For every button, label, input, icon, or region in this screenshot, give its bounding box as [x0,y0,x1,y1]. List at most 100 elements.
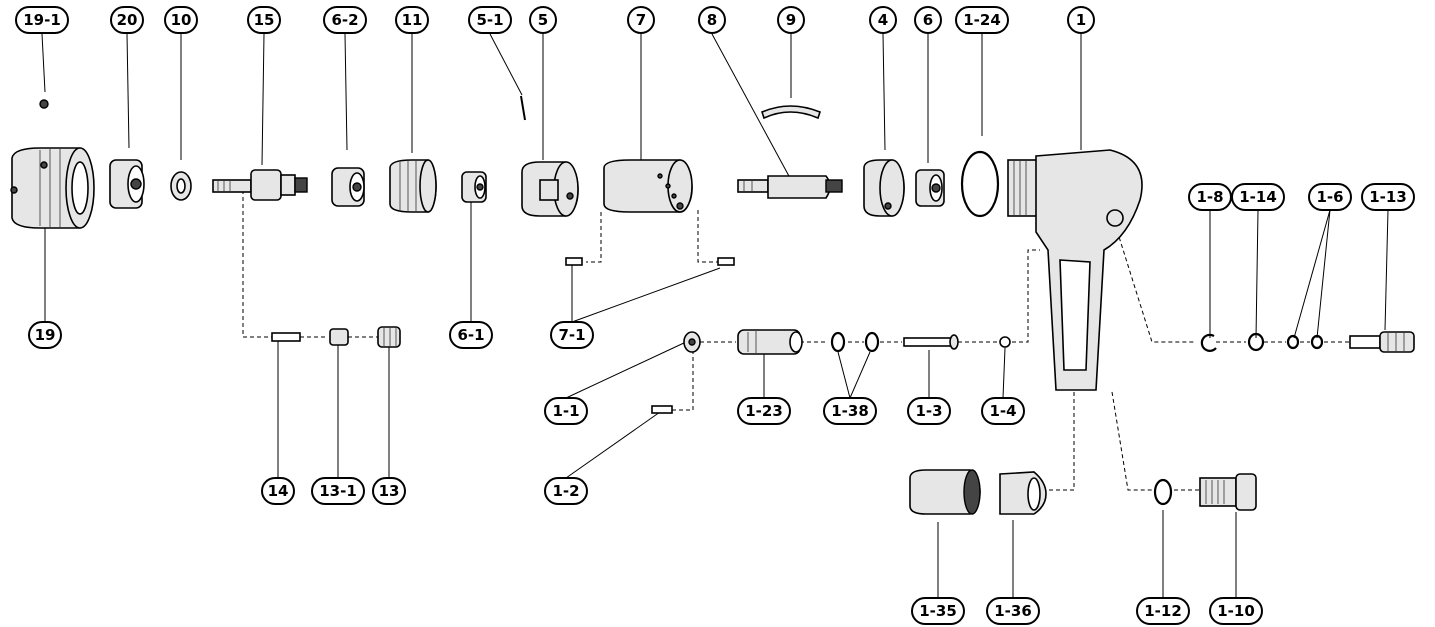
part-1-35-muffler [909,469,981,515]
callout-text: 1 [1076,11,1086,29]
callout-bubble [955,6,1009,34]
part-1-23-valve-seat [737,329,803,355]
part-19-housing-nut [10,99,95,229]
callout-label-1-14: 1-14 [1231,183,1285,211]
callout-label-7: 7 [627,6,655,34]
callout-text: 1-24 [963,11,1001,29]
callout-text: 1-4 [989,402,1016,420]
callout-text: 10 [171,11,192,29]
part-1-36-nut [999,471,1047,515]
callout-label-4: 4 [869,6,897,34]
callout-label-1-1: 1-1 [544,397,588,425]
callout-bubble [164,6,198,34]
part-1-13-valve [1349,331,1415,353]
callout-label-11: 11 [395,6,429,34]
part-9-vane [761,105,821,120]
callout-label-19: 19 [28,321,62,349]
callout-text: 6-1 [457,326,484,344]
callout-label-5-1: 5-1 [468,6,512,34]
callout-bubble [110,6,144,34]
callout-bubble [544,477,588,505]
callout-text: 8 [707,11,717,29]
callout-text: 1-35 [919,602,957,620]
part-13-knob [377,326,401,348]
callout-bubble [544,397,588,425]
callout-text: 4 [878,11,888,29]
callout-text: 15 [254,11,275,29]
callout-bubble [914,6,942,34]
callout-bubble [737,397,791,425]
callout-text: 1-23 [745,402,783,420]
callout-label-1-38: 1-38 [823,397,877,425]
callout-label-14: 14 [261,477,295,505]
part-7-cylinder [603,159,693,213]
callout-bubble [261,477,295,505]
callout-text: 6-2 [331,11,358,29]
part-1-4-ball [999,336,1011,348]
callout-label-1-36: 1-36 [986,597,1040,625]
callout-bubble [468,6,512,34]
callout-bubble [28,321,62,349]
part-1-24-o-ring [960,150,1000,218]
callout-label-20: 20 [110,6,144,34]
callout-bubble [907,397,951,425]
callout-bubble [372,477,406,505]
callout-text: 1-14 [1239,188,1277,206]
callout-label-6-2: 6-2 [323,6,367,34]
part-5-1-pin [520,95,526,121]
callout-bubble [911,597,965,625]
part-15-spindle [212,169,308,201]
callout-label-1-24: 1-24 [955,6,1009,34]
callout-label-1-4: 1-4 [981,397,1025,425]
callout-label-1-2: 1-2 [544,477,588,505]
callout-bubble [550,321,594,349]
part-1-14-washer [1247,332,1265,352]
part-6-1-bearing [461,171,487,203]
callout-bubble [627,6,655,34]
callout-label-5: 5 [529,6,557,34]
callout-text: 11 [402,11,423,29]
callout-label-1-8: 1-8 [1188,183,1232,211]
callout-bubble [311,477,365,505]
callout-bubble [981,397,1025,425]
callout-label-1-23: 1-23 [737,397,791,425]
callout-label-1-12: 1-12 [1136,597,1190,625]
callout-bubble [323,6,367,34]
part-13-1-sleeve [329,328,349,346]
part-4-end-plate [863,159,905,217]
part-8-rotor [737,175,843,199]
callout-label-6-1: 6-1 [449,321,493,349]
part-1-38-o-rings [830,331,880,353]
callout-text: 9 [786,11,796,29]
callout-bubble [529,6,557,34]
callout-label-9: 9 [777,6,805,34]
callout-bubble [823,397,877,425]
callout-bubble [986,597,1040,625]
callout-label-6: 6 [914,6,942,34]
callout-bubble [395,6,429,34]
callout-label-1-13: 1-13 [1361,183,1415,211]
assembly-axes [242,190,1350,491]
callout-bubble [698,6,726,34]
callout-label-15: 15 [247,6,281,34]
callout-text: 7 [636,11,646,29]
callout-bubble [1308,183,1352,211]
part-1-housing [1007,149,1143,391]
leader-lines [41,33,1389,598]
part-6-2-bearing [331,167,365,207]
part-1-12-o-ring [1153,478,1173,506]
callout-bubble [449,321,493,349]
callout-bubble [1209,597,1263,625]
callout-label-8: 8 [698,6,726,34]
callout-label-1: 1 [1067,6,1095,34]
callout-label-13: 13 [372,477,406,505]
callout-text: 13-1 [319,482,357,500]
part-5-end-plate [521,161,579,217]
callout-bubble [247,6,281,34]
part-11-ring-gear [389,159,437,213]
callout-label-1-10: 1-10 [1209,597,1263,625]
callout-label-7-1: 7-1 [550,321,594,349]
callout-text: 1-3 [915,402,942,420]
callout-text: 20 [117,11,138,29]
callout-label-13-1: 13-1 [311,477,365,505]
